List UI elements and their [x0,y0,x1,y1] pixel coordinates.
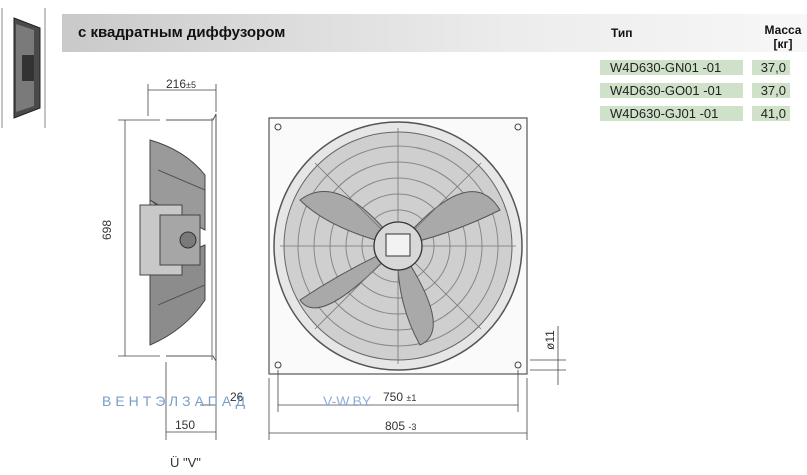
dim-bolt-spacing: 750 ±1 [383,390,416,404]
watermark-brand: ВЕНТЭЛЗАПАД [102,393,250,409]
column-header-type: Тип [611,26,633,40]
model-mass: 37,0 [752,60,790,75]
dim-depth: 216±5 [166,77,196,91]
model-mass: 37,0 [752,83,790,98]
fan-thumbnail-icon [1,8,46,128]
watermark-url: V-W.BY [323,393,372,409]
dim-frame-width-value: 805 [385,419,406,433]
front-view-fan [268,117,528,375]
model-mass: 41,0 [752,106,790,121]
dim-depth-tolerance: ±5 [186,80,196,90]
dim-frame-width-tolerance: -3 [408,422,417,432]
dim-hole: ø11 [543,330,557,350]
dim-bracket: 26 [230,390,244,404]
column-header-mass-label: Масса [764,23,802,37]
dim-depth-value: 216 [166,77,187,91]
model-type: W4D630-GO01 -01 [600,83,743,98]
model-type: W4D630-GN01 -01 [600,60,743,75]
dim-bolt-spacing-tolerance: ±1 [406,393,417,403]
column-header-mass: Масса [кг] [756,23,807,51]
column-header-mass-unit: [кг] [773,37,793,51]
dim-mount: 150 [175,418,196,432]
header-bar [62,14,807,52]
dim-frame-width: 805 -3 [385,419,416,433]
model-type: W4D630-GJ01 -01 [600,106,743,121]
dim-bolt-spacing-value: 750 [383,390,404,404]
side-view-fan [139,139,206,346]
section-title: с квадратным диффузором [78,24,286,41]
dim-height: 698 [100,219,114,240]
view-label: Ü "V" [170,455,201,470]
